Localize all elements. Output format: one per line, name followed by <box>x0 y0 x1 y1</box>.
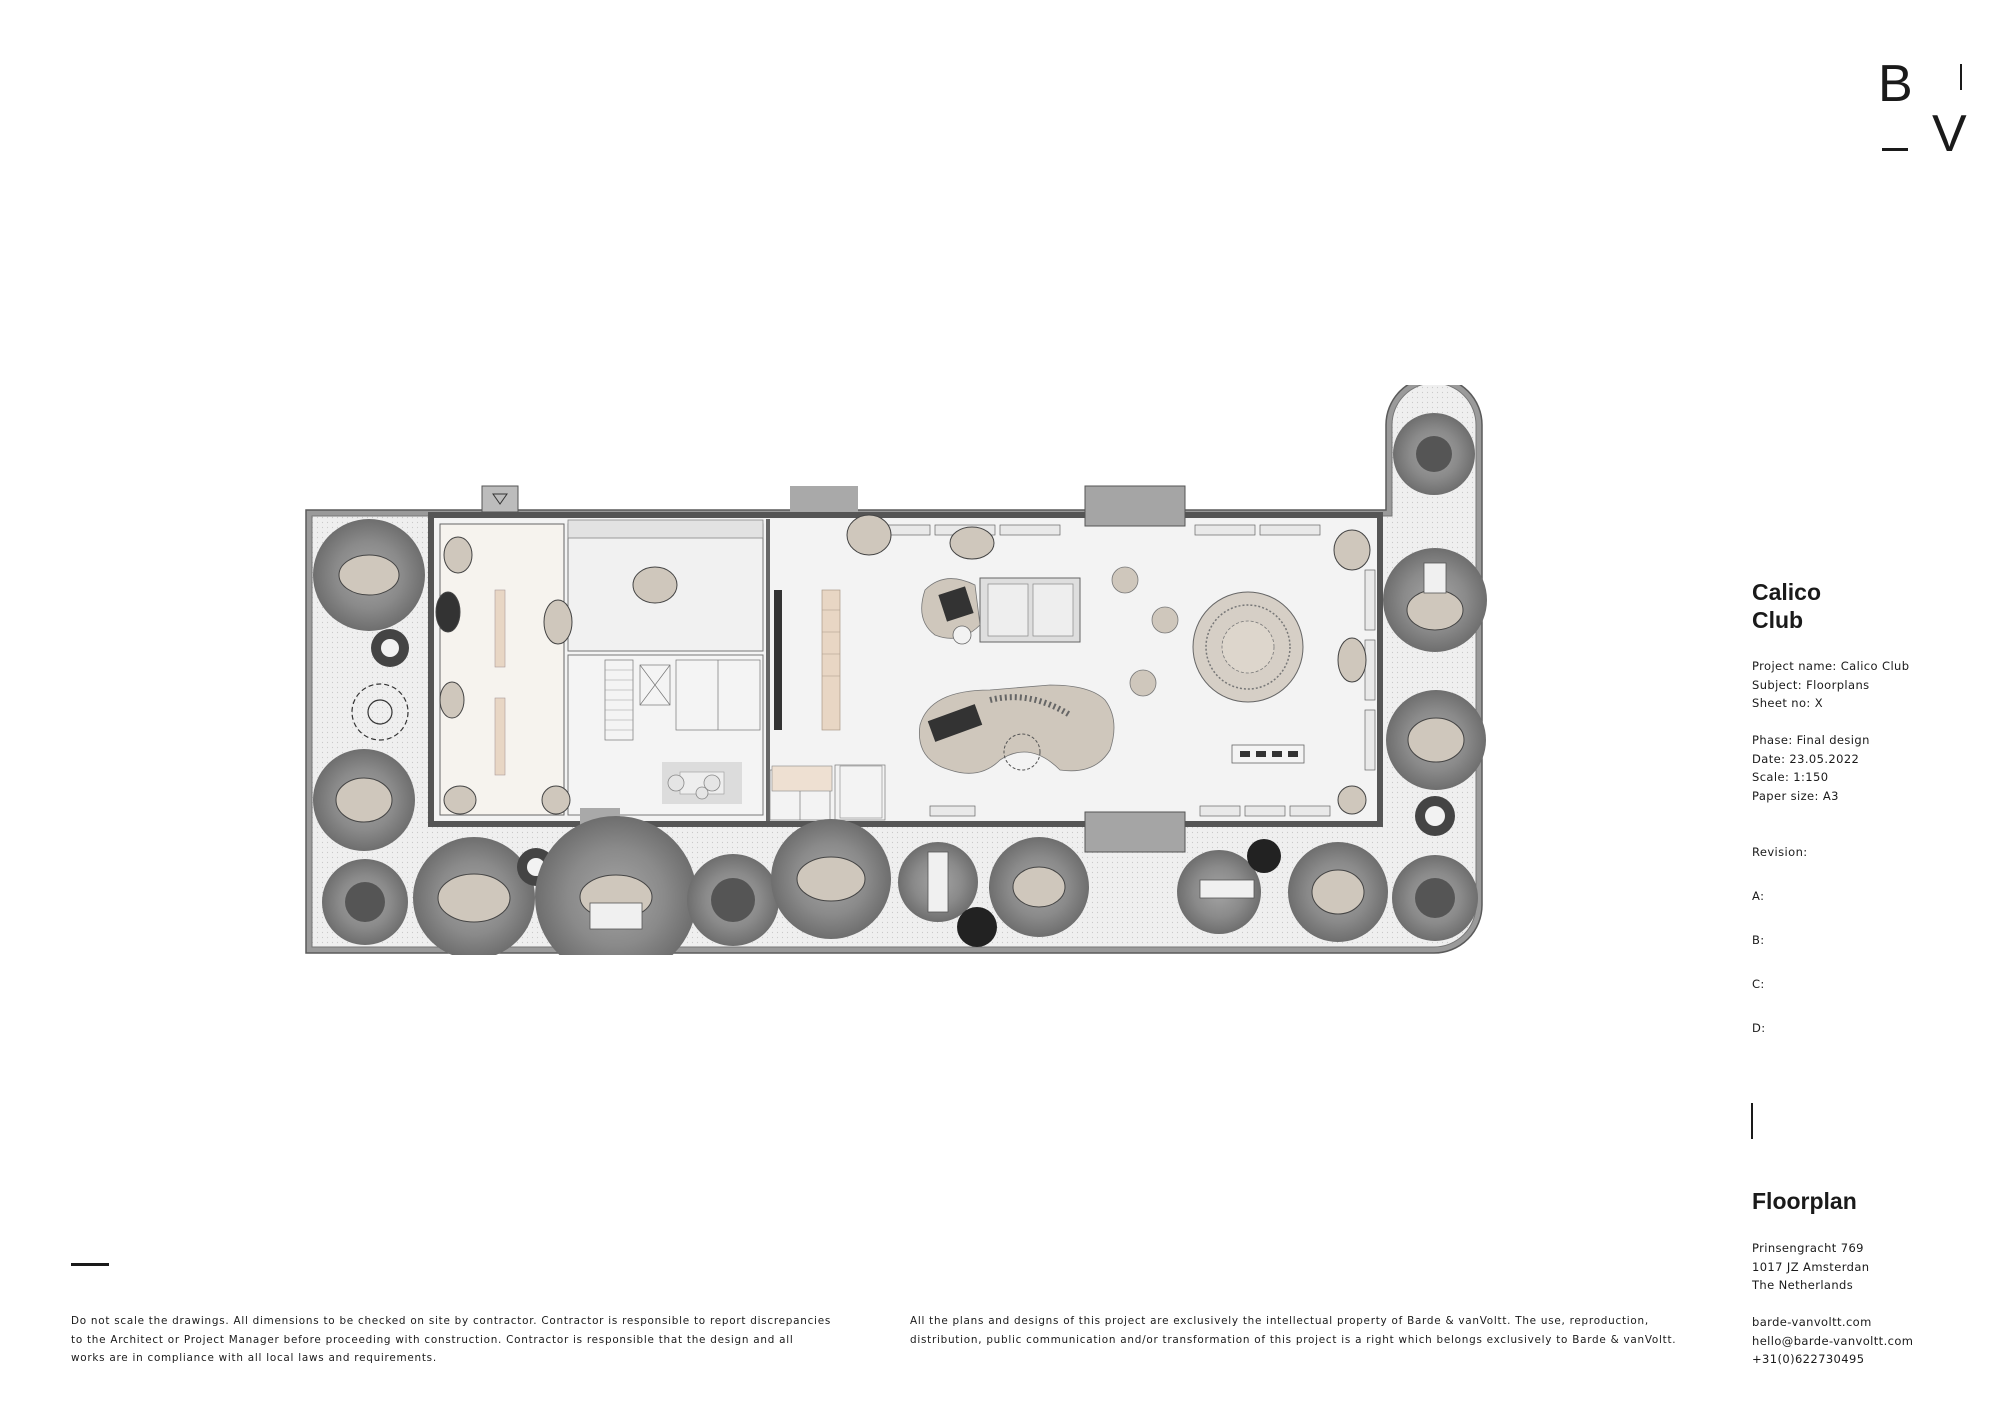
floorplan-drawing <box>305 385 1487 955</box>
project-title: Calico Club <box>1752 578 1952 634</box>
revision-d: D: <box>1752 1021 1766 1035</box>
phone-number: +31(0)622730495 <box>1752 1352 1865 1366</box>
disclaimer-text: Do not scale the drawings. All dimension… <box>71 1315 831 1364</box>
ip-notice-text: All the plans and designs of this projec… <box>910 1315 1677 1346</box>
address-line-3: The Netherlands <box>1752 1278 1854 1292</box>
logo-horizontal-bar <box>1882 148 1908 151</box>
revision-a: A: <box>1752 889 1765 903</box>
revision-label: Revision: <box>1752 845 1808 859</box>
contact-info: barde-vanvoltt.com hello@barde-vanvoltt.… <box>1752 1313 1913 1369</box>
project-paper-size: Paper size: A3 <box>1752 788 1839 803</box>
project-sheet-no: Sheet no: X <box>1752 696 1824 710</box>
address-line-2: 1017 JZ Amsterdan <box>1752 1259 1870 1274</box>
revision-c: C: <box>1752 977 1765 991</box>
section-divider <box>1751 1103 1753 1139</box>
interior-planters <box>435 514 1371 815</box>
footer-dash <box>71 1263 109 1266</box>
terrace-seating <box>313 413 1487 955</box>
lounge-furniture <box>918 566 1305 774</box>
logo-vertical-bar <box>1960 64 1962 90</box>
project-title-line-2: Club <box>1752 607 1804 633</box>
office-address: Prinsengracht 769 1017 JZ Amsterdan The … <box>1752 1239 1869 1295</box>
address-line-1: Prinsengracht 769 <box>1752 1241 1864 1255</box>
brand-logo: B V <box>1878 55 1968 163</box>
project-date: Date: 23.05.2022 <box>1752 751 1860 766</box>
project-phase: Phase: Final design <box>1752 733 1870 747</box>
website-link[interactable]: barde-vanvoltt.com <box>1752 1315 1872 1329</box>
logo-letter-b: B <box>1878 55 1913 113</box>
project-title-line-1: Calico <box>1752 579 1822 605</box>
revision-b: B: <box>1752 933 1765 947</box>
sheet-title: Floorplan <box>1752 1188 1857 1214</box>
project-scale: Scale: 1:150 <box>1752 770 1829 784</box>
building <box>428 485 1383 853</box>
logo-letter-v: V <box>1932 105 1967 163</box>
email-link[interactable]: hello@barde-vanvoltt.com <box>1752 1333 1914 1348</box>
project-subject: Subject: Floorplans <box>1752 677 1870 692</box>
wall-benches <box>869 524 1376 817</box>
project-name: Project name: Calico Club <box>1752 659 1910 673</box>
project-info: Project name: Calico Club Subject: Floor… <box>1752 657 1982 805</box>
